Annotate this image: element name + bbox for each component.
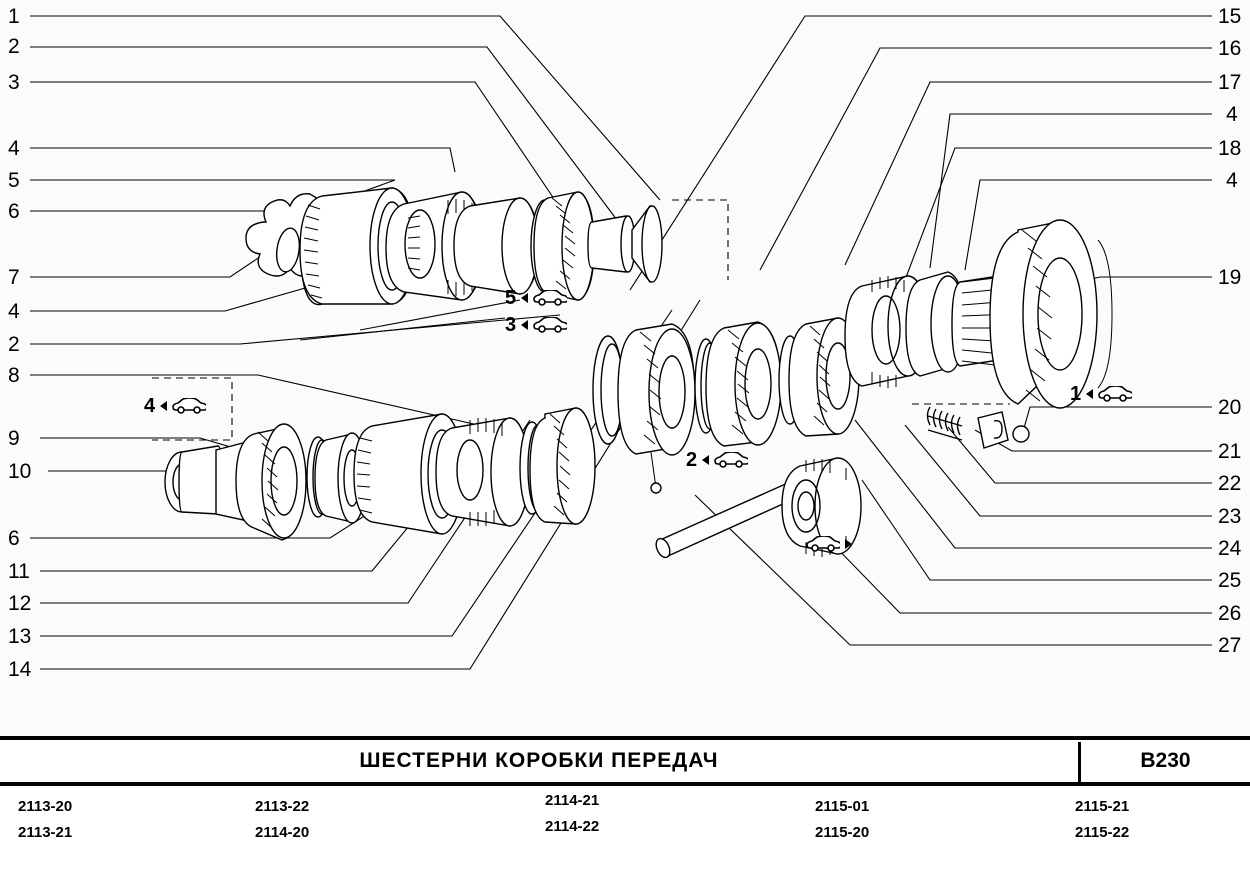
model-column: 2113-20 2113-21 xyxy=(18,794,72,846)
marker-2-label: 2 xyxy=(686,449,698,471)
callout-left-15: 12 xyxy=(8,592,32,615)
callout-left-12: 10 xyxy=(8,460,32,483)
model-column: 2114-21 2114-22 xyxy=(545,788,599,840)
art-reverse-idler xyxy=(655,457,862,559)
art-spring xyxy=(926,406,963,441)
marker-3-label: 3 xyxy=(505,314,517,336)
marker-plain xyxy=(806,536,852,552)
model-code: 2113-22 xyxy=(255,798,310,815)
arrow-right-icon xyxy=(845,539,852,549)
model-code: 2115-01 xyxy=(815,798,870,815)
model-code: 2115-21 xyxy=(1075,798,1130,815)
callout-left-5: 5 xyxy=(8,169,20,192)
model-code: 2115-22 xyxy=(1075,824,1130,841)
car-icon xyxy=(533,290,568,306)
marker-5-label: 5 xyxy=(505,287,517,309)
marker-1: 1 xyxy=(1070,383,1133,405)
model-columns: 2113-20 2113-21 2113-22 2114-20 2114-21 … xyxy=(0,792,1250,874)
callout-left-2: 2 xyxy=(8,35,20,58)
leader-lines-left xyxy=(30,15,701,670)
callout-right-15: 27 xyxy=(1218,634,1242,657)
car-icon xyxy=(1098,386,1133,402)
callout-left-16: 13 xyxy=(8,625,32,648)
arrow-left-icon xyxy=(702,455,710,465)
art-ball xyxy=(1012,425,1030,443)
callout-left-9: 2 xyxy=(8,333,20,356)
marker-1-label: 1 xyxy=(1070,383,1082,405)
callout-right-8: 20 xyxy=(1218,396,1242,419)
callout-left-8: 4 xyxy=(8,300,20,323)
callout-left-3: 3 xyxy=(8,71,20,94)
callout-left-7: 7 xyxy=(8,266,20,289)
marker-3: 3 xyxy=(505,314,568,336)
footer-rule-bottom xyxy=(0,782,1250,786)
model-column: 2113-22 2114-20 xyxy=(255,794,309,846)
callout-left-6: 6 xyxy=(8,200,20,223)
marker-5: 5 xyxy=(505,287,568,309)
callout-right-13: 25 xyxy=(1218,569,1242,592)
callout-left-17: 14 xyxy=(8,658,32,681)
callout-right-3: 17 xyxy=(1218,71,1242,94)
model-column: 2115-01 2115-20 xyxy=(815,794,869,846)
sheet-title: ШЕСТЕРНИ КОРОБКИ ПЕРЕДАЧ xyxy=(359,749,719,772)
callout-right-6: 4 xyxy=(1226,169,1238,192)
arrow-left-icon xyxy=(1086,389,1094,399)
model-code: 2115-20 xyxy=(815,824,870,841)
callout-right-2: 16 xyxy=(1218,37,1242,60)
marker-4: 4 xyxy=(144,395,207,417)
model-code: 2113-21 xyxy=(18,824,73,841)
model-column: 2115-21 2115-22 xyxy=(1075,794,1129,846)
callout-left-10: 8 xyxy=(8,364,20,387)
sheet-code: B230 xyxy=(1140,749,1191,772)
callout-right-12: 24 xyxy=(1218,537,1242,560)
sheet-footer: ШЕСТЕРНИ КОРОБКИ ПЕРЕДАЧ B230 2113-20 21… xyxy=(0,736,1250,874)
callout-left-4: 4 xyxy=(8,137,20,160)
callout-right-11: 23 xyxy=(1218,505,1242,528)
callout-left-11: 9 xyxy=(8,427,20,450)
arrow-left-icon xyxy=(160,401,168,411)
callout-right-9: 21 xyxy=(1218,440,1242,463)
marker-2: 2 xyxy=(686,449,749,471)
model-code: 2114-21 xyxy=(545,792,600,809)
callout-left-14: 11 xyxy=(8,560,30,583)
callout-right-5: 18 xyxy=(1218,137,1242,160)
model-code: 2114-22 xyxy=(545,818,600,835)
marker-4-label: 4 xyxy=(144,395,156,417)
art-small-parts xyxy=(926,406,1030,449)
footer-divider xyxy=(1078,742,1081,782)
footer-title-row: ШЕСТЕРНИ КОРОБКИ ПЕРЕДАЧ B230 xyxy=(0,740,1250,782)
callout-right-14: 26 xyxy=(1218,602,1242,625)
car-icon xyxy=(172,398,207,414)
callout-right-7: 19 xyxy=(1218,266,1242,289)
callout-right-1: 15 xyxy=(1218,5,1242,28)
arrow-left-icon xyxy=(521,293,529,303)
callout-left-1: 1 xyxy=(8,5,20,28)
art-block xyxy=(977,411,1009,449)
car-icon xyxy=(714,452,749,468)
car-icon xyxy=(533,317,568,333)
model-code: 2113-20 xyxy=(18,798,73,815)
art-center-gear-stack xyxy=(592,317,860,456)
art-lower-shaft-assembly xyxy=(164,407,596,541)
diagram-canvas xyxy=(30,15,1212,670)
car-icon xyxy=(806,536,840,552)
callout-right-4: 4 xyxy=(1226,103,1238,126)
arrow-left-icon xyxy=(521,320,529,330)
art-upper-shaft-assembly xyxy=(245,187,663,306)
callout-right-10: 22 xyxy=(1218,472,1242,495)
model-code: 2114-20 xyxy=(255,824,310,841)
art-output-shaft-big-gear xyxy=(844,219,1113,409)
footer-rule-top xyxy=(0,736,1250,740)
callout-left-13: 6 xyxy=(8,527,20,550)
